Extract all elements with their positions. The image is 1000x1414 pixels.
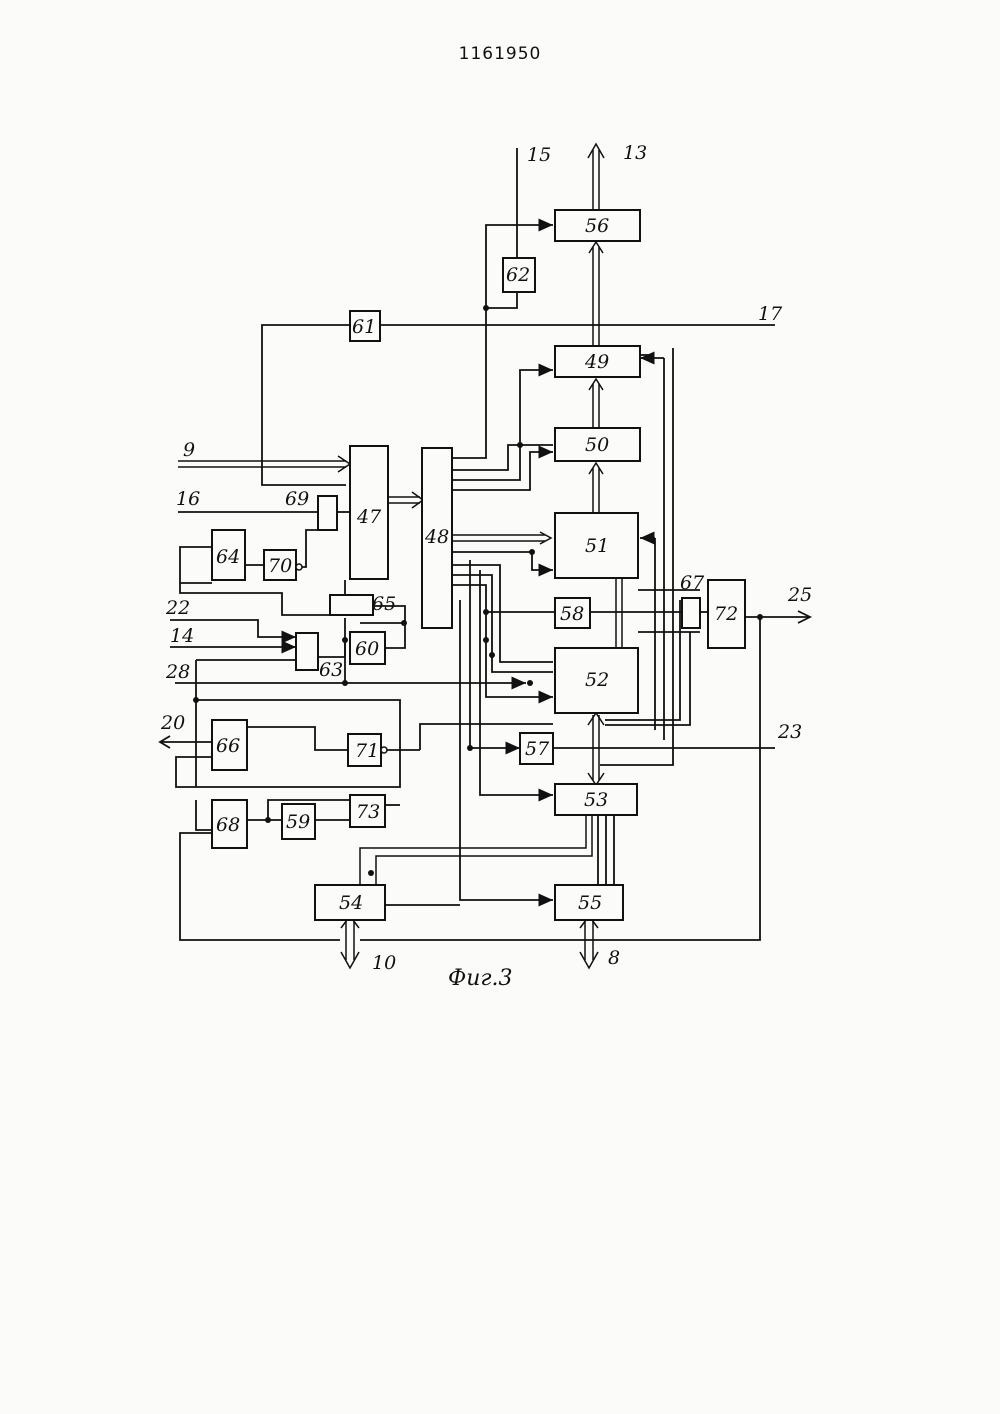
block-label: 57 xyxy=(525,738,550,760)
block-label: 51 xyxy=(585,535,609,557)
block-label: 63 xyxy=(319,659,343,681)
block-label: 68 xyxy=(216,814,240,836)
block-label: 59 xyxy=(286,811,310,833)
inverter-bubble xyxy=(296,564,302,570)
pin-label: 9 xyxy=(183,439,195,461)
block-58: 58 xyxy=(555,598,590,628)
block-54: 54 xyxy=(315,885,385,920)
block-label: 48 xyxy=(424,526,449,548)
block-57: 57 xyxy=(520,733,553,764)
block-label: 53 xyxy=(584,789,608,811)
block-64: 64 xyxy=(212,530,245,580)
block-label: 72 xyxy=(714,603,738,625)
block-box xyxy=(296,633,318,670)
block-label: 73 xyxy=(356,801,380,823)
block-box xyxy=(318,496,337,530)
block-50: 50 xyxy=(555,428,640,461)
block-label: 47 xyxy=(356,506,382,528)
block-box xyxy=(330,595,373,615)
block-52: 52 xyxy=(555,648,638,713)
block-55: 55 xyxy=(555,885,623,920)
block-69: 69 xyxy=(285,488,337,530)
block-67: 67 xyxy=(680,572,705,628)
block-label: 62 xyxy=(506,264,530,286)
block-48: 48 xyxy=(422,448,452,628)
block-label: 56 xyxy=(585,215,609,237)
block-72: 72 xyxy=(708,580,745,648)
block-70: 70 xyxy=(264,550,302,580)
block-label: 55 xyxy=(578,892,602,914)
pin-label: 14 xyxy=(170,625,194,647)
block-56: 56 xyxy=(555,210,640,241)
block-label: 65 xyxy=(372,593,396,615)
block-label: 70 xyxy=(268,555,292,577)
block-label: 67 xyxy=(680,572,705,594)
block-label: 52 xyxy=(585,669,609,691)
block-61: 61 xyxy=(350,311,380,341)
connection-lines xyxy=(160,144,810,968)
block-73: 73 xyxy=(350,795,385,827)
block-label: 69 xyxy=(285,488,309,510)
block-60: 60 xyxy=(350,632,385,664)
block-label: 61 xyxy=(352,316,376,338)
block-59: 59 xyxy=(282,804,315,839)
figure-caption: Фиг.3 xyxy=(448,966,513,991)
block-66: 66 xyxy=(212,720,247,770)
block-label: 58 xyxy=(560,603,584,625)
pin-label: 22 xyxy=(165,597,190,619)
pin-label: 15 xyxy=(527,144,551,166)
inverter-bubble xyxy=(381,747,387,753)
block-51: 51 xyxy=(555,513,638,578)
block-label: 54 xyxy=(339,892,363,914)
block-label: 66 xyxy=(216,735,240,757)
pin-label: 23 xyxy=(777,721,802,743)
pin-label: 16 xyxy=(176,488,200,510)
block-47: 47 xyxy=(350,446,388,579)
pin-label: 8 xyxy=(608,947,620,969)
block-label: 50 xyxy=(585,434,609,456)
pin-label: 17 xyxy=(758,303,783,325)
block-62: 62 xyxy=(503,258,535,292)
pin-label: 25 xyxy=(787,584,812,606)
pin-label: 13 xyxy=(623,142,647,164)
block-68: 68 xyxy=(212,800,247,848)
block-71: 71 xyxy=(348,734,387,766)
block-label: 49 xyxy=(584,351,609,373)
pin-label: 20 xyxy=(160,712,185,734)
block-label: 71 xyxy=(355,740,379,762)
block-65: 65 xyxy=(330,593,396,615)
block-49: 49 xyxy=(555,346,640,377)
block-53: 53 xyxy=(555,784,637,815)
block-label: 64 xyxy=(216,546,240,568)
pin-label: 10 xyxy=(372,952,396,974)
block-box xyxy=(682,598,700,628)
block-label: 60 xyxy=(355,638,379,660)
pin-label: 28 xyxy=(165,661,190,683)
